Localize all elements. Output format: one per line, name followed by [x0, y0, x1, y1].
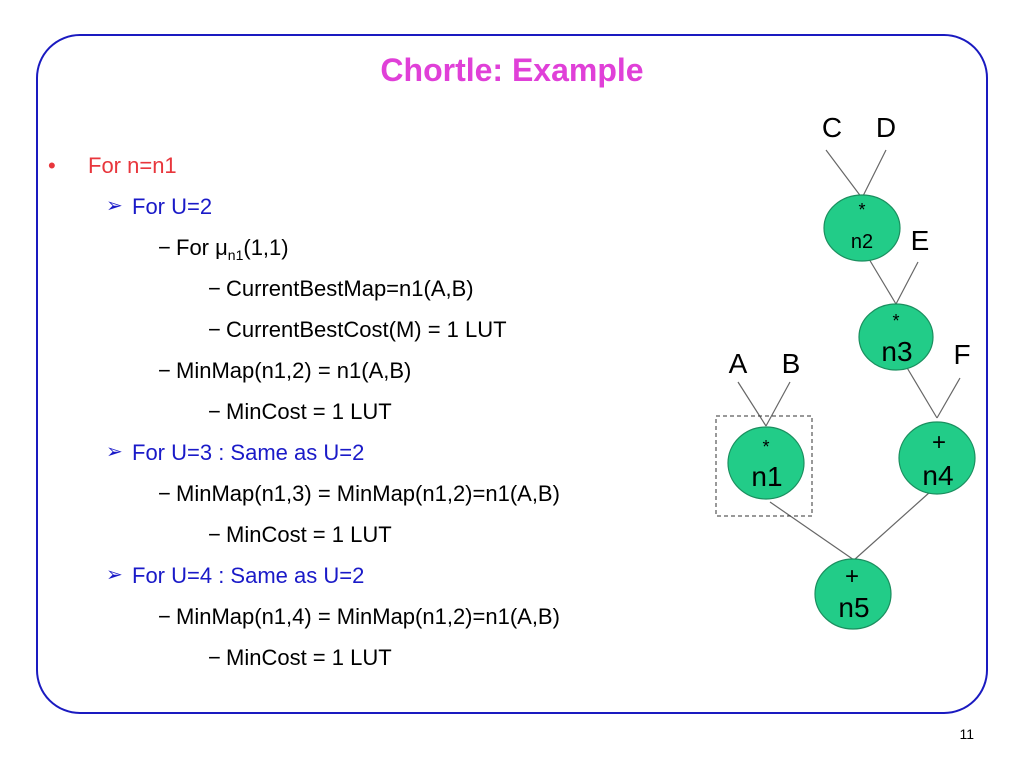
arrow-bullet-icon: ➢: [106, 441, 123, 463]
node-n5-name: n5: [838, 592, 869, 623]
arrow-bullet-icon: ➢: [106, 564, 123, 586]
edge-c-n2: [825, 149, 863, 199]
dash-bullet-icon: −: [158, 358, 171, 383]
edge-d-n2: [861, 149, 887, 199]
node-n4-op: +: [932, 429, 946, 456]
node-n4-name: n4: [922, 460, 953, 491]
node-n5-circle: [814, 558, 892, 630]
outline-item-minmap-12: − MinMap(n1,2) = n1(A,B): [48, 350, 560, 391]
outline-item-mincost-a: − MinCost = 1 LUT: [48, 391, 560, 432]
node-n1-op: *: [762, 437, 769, 457]
outline-text: MinCost = 1 LUT: [226, 522, 392, 547]
outline-text: CurrentBestCost(M) = 1 LUT: [226, 317, 507, 342]
input-label-e: E: [911, 225, 930, 256]
node-n3-name: n3: [881, 336, 912, 367]
node-n3-op: *: [892, 311, 899, 331]
outline-item-mincost-b: − MinCost = 1 LUT: [48, 514, 560, 555]
slide-title: Chortle: Example: [380, 52, 644, 88]
outline-item-u2: ➢ For U=2: [48, 186, 560, 227]
node-n2-op: *: [858, 200, 865, 220]
slide-frame: [36, 34, 988, 714]
outline-text: MinMap(n1,4) = MinMap(n1,2)=n1(A,B): [176, 604, 560, 629]
node-n1-name: n1: [751, 461, 782, 492]
outline-text: MinCost = 1 LUT: [226, 645, 392, 670]
edge-n4-n5: [853, 491, 931, 561]
node-n3-circle: [858, 303, 934, 371]
edge-e-n3: [895, 261, 919, 305]
edge-n2-n3: [865, 253, 897, 305]
outline-item-minmap-13: − MinMap(n1,3) = MinMap(n1,2)=n1(A,B): [48, 473, 560, 514]
outline-item-mincost-c: − MinCost = 1 LUT: [48, 637, 560, 678]
node-n5: + n5: [814, 558, 892, 630]
node-n1: * n1: [727, 426, 805, 500]
dash-bullet-icon: −: [158, 481, 171, 506]
outline-text: MinCost = 1 LUT: [226, 399, 392, 424]
outline-text: MinMap(n1,3) = MinMap(n1,2)=n1(A,B): [176, 481, 560, 506]
dash-bullet-icon: −: [208, 399, 221, 424]
outline-item-current-best-map: − CurrentBestMap=n1(A,B): [48, 268, 560, 309]
node-n2-circle: [823, 194, 901, 262]
network-dag: C D E F A B * n2 * n3 * n1 + n4 + n5: [715, 112, 976, 630]
outline-item-u4: ➢ For U=4 : Same as U=2: [48, 555, 560, 596]
mu-suffix: (1,1): [243, 235, 289, 260]
dash-bullet-icon: −: [208, 645, 221, 670]
dash-bullet-icon: −: [208, 317, 221, 342]
node-n1-circle: [727, 426, 805, 500]
outline-item-u3: ➢ For U=3 : Same as U=2: [48, 432, 560, 473]
node-n2-name: n2: [851, 231, 873, 253]
mu-prefix: For μ: [176, 235, 228, 260]
dash-bullet-icon: −: [208, 522, 221, 547]
page-number: 11: [959, 726, 974, 742]
outline-item-minmap-14: − MinMap(n1,4) = MinMap(n1,2)=n1(A,B): [48, 596, 560, 637]
input-label-f: F: [953, 339, 970, 370]
edge-f-n4: [936, 377, 961, 419]
node-n3: * n3: [858, 303, 934, 371]
dag-edges: [737, 149, 961, 561]
node-n4: + n4: [898, 421, 976, 495]
edge-b-n1: [765, 381, 791, 427]
outline-text: For μn1(1,1): [158, 235, 289, 263]
outline-text: For U=3 : Same as U=2: [132, 440, 365, 465]
outline-text: For U=2: [132, 194, 213, 219]
dash-bullet-icon: −: [158, 604, 171, 629]
node-n4-circle: [898, 421, 976, 495]
input-label-b: B: [782, 348, 801, 379]
outline-text: MinMap(n1,2) = n1(A,B): [176, 358, 412, 383]
outline-text: CurrentBestMap=n1(A,B): [226, 276, 474, 301]
outline: • For n=n1 ➢ For U=2 − For μn1(1,1) − Cu…: [48, 145, 560, 678]
edge-a-n1: [737, 381, 767, 427]
edge-n3-n4: [905, 365, 938, 419]
node-n5-op: +: [845, 563, 859, 590]
bullet-icon: •: [48, 153, 56, 178]
edge-n1-n5: [769, 501, 855, 561]
input-label-d: D: [876, 112, 896, 143]
outline-text: For n=n1: [88, 153, 177, 178]
outline-item-current-best-cost: − CurrentBestCost(M) = 1 LUT: [48, 309, 560, 350]
arrow-bullet-icon: ➢: [106, 195, 123, 217]
outline-item-for-n: • For n=n1: [48, 145, 560, 186]
node-n2: * n2: [823, 194, 901, 262]
outline-item-mu: − For μn1(1,1): [48, 227, 560, 268]
input-label-a: A: [729, 348, 748, 379]
outline-text: For U=4 : Same as U=2: [132, 563, 365, 588]
mu-subscript: n1: [227, 247, 244, 263]
dash-bullet-icon: −: [158, 235, 171, 260]
input-label-c: C: [822, 112, 842, 143]
dash-bullet-icon: −: [208, 276, 221, 301]
